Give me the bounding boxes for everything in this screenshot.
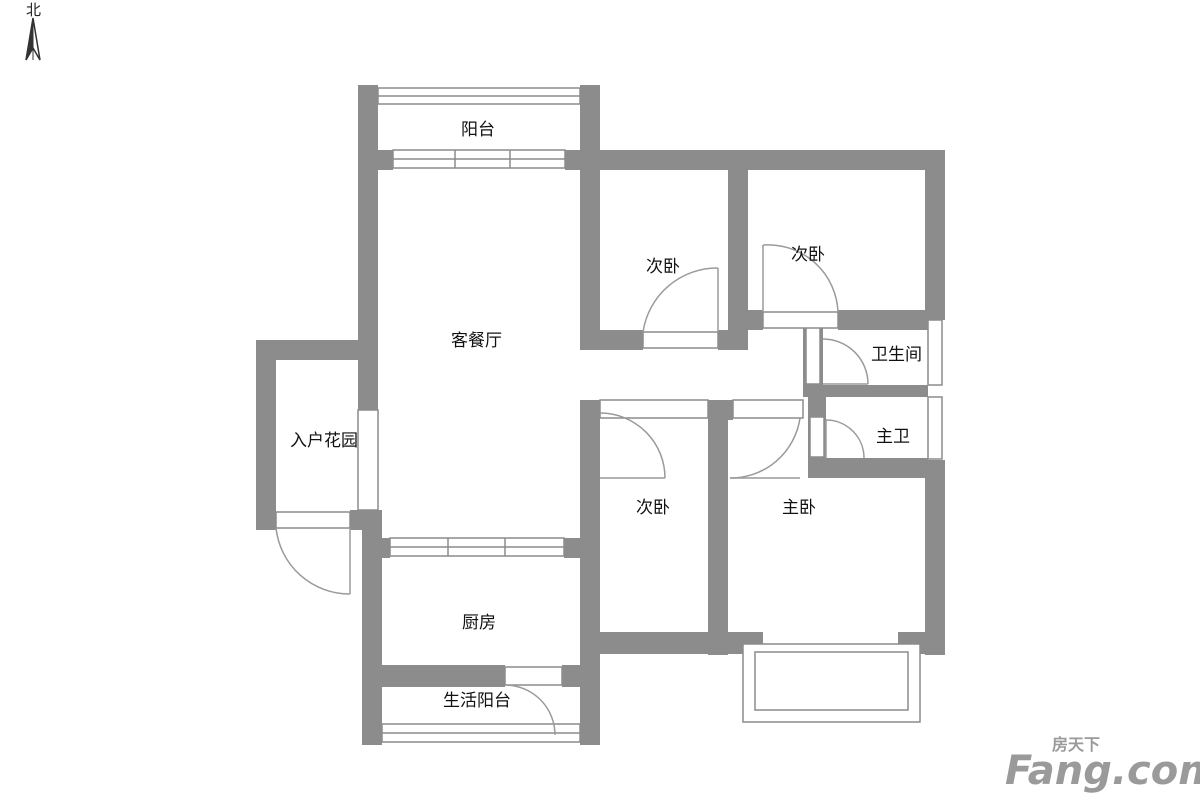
watermark-chinese: 房天下 — [1052, 735, 1100, 754]
north-arrow-icon — [25, 17, 41, 61]
walls — [256, 85, 945, 745]
compass-north-label: 北 — [26, 1, 41, 19]
room-label-master-bedroom: 主卧 — [782, 498, 816, 518]
watermark-logo: 房天下 Fang.com — [1005, 735, 1200, 794]
room-label-entry-garden: 入户花园 — [290, 431, 358, 451]
door-swings — [275, 244, 869, 736]
room-label-bedroom-north-1: 次卧 — [646, 257, 680, 277]
room-label-bedroom-south: 次卧 — [636, 498, 670, 518]
windows — [275, 87, 943, 743]
room-label-utility-balcony: 生活阳台 — [443, 691, 511, 711]
room-label-bathroom: 卫生间 — [871, 345, 922, 365]
room-label-kitchen: 厨房 — [462, 613, 496, 633]
room-label-master-bath: 主卫 — [876, 427, 910, 447]
room-label-balcony: 阳台 — [461, 120, 495, 140]
watermark-latin: Fang.com — [1005, 748, 1200, 794]
room-label-living-dining: 客餐厅 — [451, 331, 502, 351]
room-label-bedroom-north-2: 次卧 — [791, 245, 825, 265]
